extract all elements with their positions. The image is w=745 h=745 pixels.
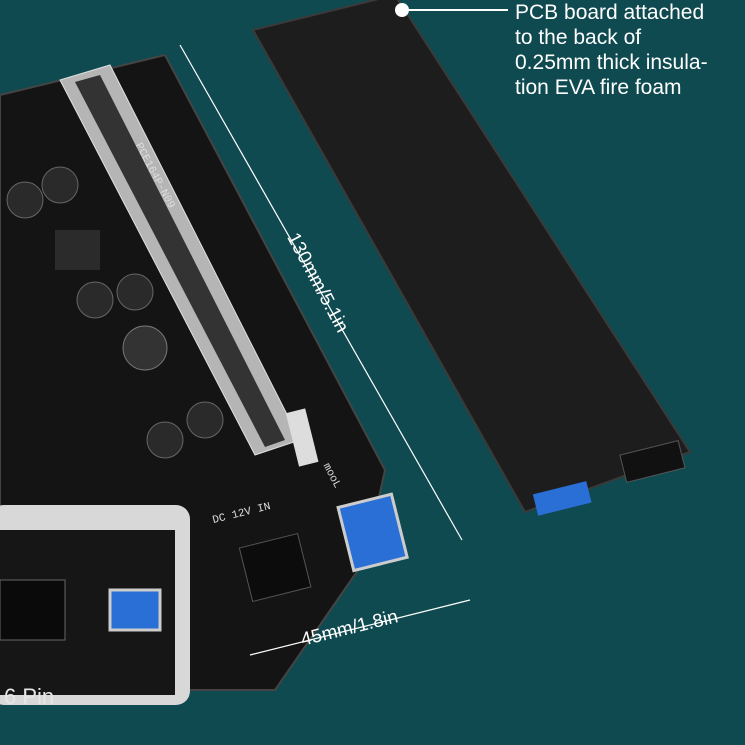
- length-dimension-line: [179, 44, 463, 541]
- width-dimension-line: [249, 599, 471, 656]
- foam-6pin-connector: [619, 440, 686, 483]
- callout-dot: [395, 3, 409, 17]
- foam-callout: PCB board attached to the back of 0.25mm…: [515, 0, 745, 100]
- capacitor: [116, 273, 154, 311]
- capacitor: [41, 166, 79, 204]
- callout-line-3: 0.25mm thick insula-: [515, 51, 708, 74]
- callout-line-2: to the back of: [515, 26, 642, 49]
- inset-label: 6 Pin: [4, 684, 55, 709]
- capacitor: [146, 421, 184, 459]
- eva-foam-pad: [251, 0, 692, 514]
- voltage-regulator: [55, 230, 100, 270]
- callout-line-1: PCB board attached: [515, 1, 705, 24]
- slot-latch: [285, 408, 319, 467]
- pcie-slot-groove: [75, 75, 285, 447]
- foam-usb-port: [532, 481, 592, 516]
- 6pin-power-connector: [238, 532, 312, 603]
- capacitor: [76, 281, 114, 319]
- callout-line-4: tion EVA fire foam: [515, 76, 682, 99]
- capacitor: [186, 401, 224, 439]
- capacitor: [6, 181, 44, 219]
- usb-port: [336, 492, 409, 573]
- inset-usb-port: [108, 588, 162, 632]
- inductor: [122, 325, 168, 371]
- inset-6pin-connector: [0, 579, 66, 641]
